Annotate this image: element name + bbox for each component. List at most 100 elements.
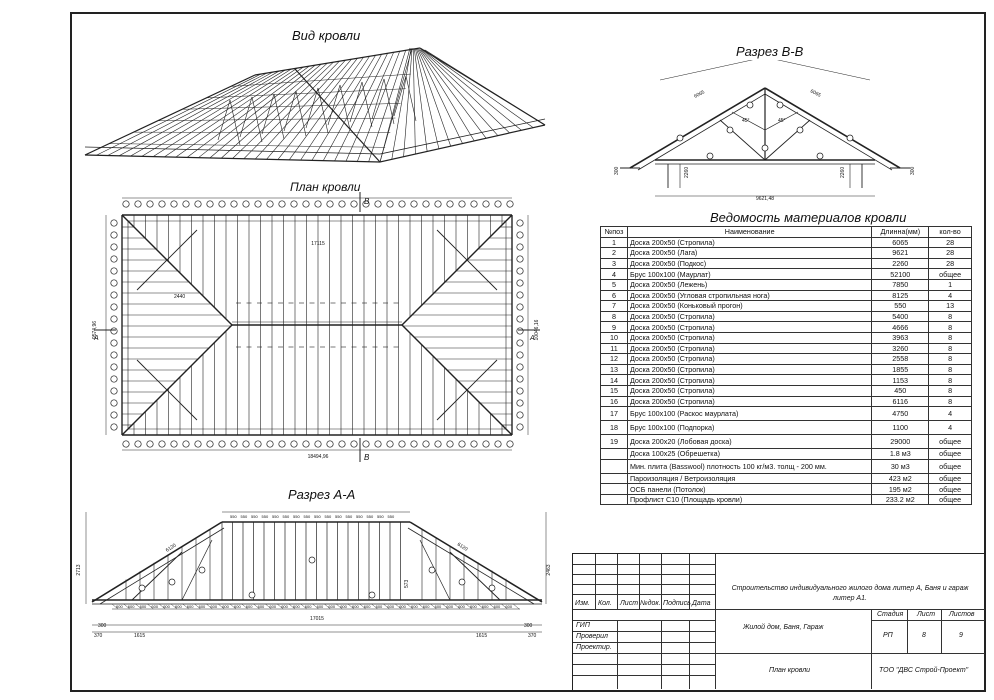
cell-name: Доска 200х50 (Стропила) [626, 395, 873, 408]
aa-spacing-label-bottom: 600 [399, 604, 406, 609]
cell-name: Доска 200х50 (Подкос) [626, 257, 873, 270]
cell-pos: 13 [600, 363, 628, 376]
cell-name: Доска 200х50 (Стропила) [626, 331, 873, 344]
cell-pos: 18 [600, 420, 628, 436]
cell-length: 7850 [871, 278, 930, 291]
cell-qty: 8 [928, 353, 972, 365]
tb-role-design: Проектир. [576, 644, 612, 651]
cell-name: Брус 100х100 (Подпорка) [626, 420, 873, 436]
cell-pos: 19 [600, 434, 628, 450]
cell-length: 1100 [871, 420, 930, 436]
cell-length: 550 [871, 300, 930, 312]
aa-spacing-label: 550 [262, 514, 269, 519]
cell-name: Доска 200х50 (Стропила) [626, 236, 873, 249]
cell-qty: 8 [928, 363, 972, 376]
cell-name: Профлист С10 (Площадь кровли) [626, 493, 873, 506]
cell-length: 3260 [871, 342, 930, 355]
aa-spacing-label-bottom: 600 [258, 604, 265, 609]
aa-rafter-right: 6120 [456, 542, 469, 553]
cell-qty: общее [928, 448, 972, 460]
section-mark-b-top: В [364, 197, 370, 206]
tb-sheet-name: План кровли [769, 667, 811, 674]
cell-length: 1153 [871, 374, 930, 386]
aa-height-right: 2463 [546, 564, 552, 575]
aa-spacing-label-bottom: 600 [328, 604, 335, 609]
plan-dim-diagonal: 2440 [174, 294, 185, 300]
bb-side-left: 300 [614, 166, 620, 175]
tb-project: Строительство индивидуального жилого дом… [731, 585, 969, 602]
aa-spacing-label-bottom: 600 [505, 604, 512, 609]
aa-spacing-label: 550 [346, 514, 353, 519]
cell-length: 29000 [871, 434, 930, 450]
bb-angle-right: 45° [778, 118, 786, 124]
cell-pos: 16 [600, 395, 628, 408]
cell-name: Доска 200х50 (Коньковый прогон) [626, 300, 873, 312]
cell-pos: 9 [600, 321, 628, 333]
plan-title: План кровли [290, 180, 361, 194]
aa-spacing-label: 550 [377, 514, 384, 519]
cell-name: Доска 200х50 (Стропила) [626, 384, 873, 397]
cell-name: Доска 200х50 (Стропила) [626, 363, 873, 376]
cell-length: 4666 [871, 321, 930, 333]
cell-pos [600, 448, 628, 460]
aa-post: 573 [404, 579, 410, 588]
plan-dim-right: 10046,16 [534, 319, 540, 340]
aa-spacing-label-bottom: 600 [151, 604, 158, 609]
aa-height-left: 2713 [76, 564, 82, 575]
aa-spacing-label-bottom: 600 [246, 604, 253, 609]
cell-pos: 17 [600, 406, 628, 422]
tb-hdr-kol: Кол. [598, 600, 612, 607]
aa-base: 17015 [310, 616, 324, 622]
cell-pos: 14 [600, 374, 628, 386]
cell-pos: 12 [600, 353, 628, 365]
cell-qty: 8 [928, 342, 972, 355]
cell-length: 3963 [871, 331, 930, 344]
tb-company: ТОО "ДВС Строй-Проект" [879, 667, 969, 674]
aa-spacing-label-bottom: 600 [387, 604, 394, 609]
bb-rafter-left: 6065 [693, 89, 706, 99]
cell-length: 9621 [871, 247, 930, 259]
cell-qty: 8 [928, 374, 972, 386]
cell-name: Доска 200х50 (Стропила) [626, 342, 873, 355]
cell-pos: 2 [600, 247, 628, 259]
cell-name: Доска 200х50 (Стропила) [626, 321, 873, 333]
tb-sheets-num: 9 [959, 632, 963, 639]
aa-spacing-label-bottom: 600 [435, 604, 442, 609]
cell-name: Доска 200х50 (Стропила) [626, 310, 873, 323]
aa-spacing-label: 550 [325, 514, 332, 519]
aa-spacing-label: 550 [367, 514, 374, 519]
cell-qty: 28 [928, 257, 972, 270]
cell-pos [600, 483, 628, 495]
cell-qty: общее [928, 434, 972, 450]
aa-spacing-label-bottom: 600 [175, 604, 182, 609]
bb-height-left: 2260 [684, 167, 690, 178]
bb-side-right: 300 [910, 166, 916, 175]
col-qty: кол-во [928, 226, 972, 238]
tb-sheet-num: 8 [922, 632, 926, 639]
cell-qty: 8 [928, 310, 972, 323]
aa-left-a: 300 [98, 623, 107, 629]
cell-qty: 4 [928, 420, 972, 436]
aa-spacing-label: 550 [272, 514, 279, 519]
tb-sheet-label: Лист [917, 611, 936, 618]
aa-spacing-label-bottom: 600 [116, 604, 123, 609]
aa-spacing-label-bottom: 600 [199, 604, 206, 609]
roof-perspective-view [84, 47, 546, 163]
bb-base: 9621,48 [756, 196, 774, 202]
plan-dim-left: 9574,96 [92, 321, 98, 339]
aa-spacing-label: 550 [283, 514, 290, 519]
aa-spacing-label: 550 [251, 514, 258, 519]
aa-spacing-label: 550 [388, 514, 395, 519]
cell-qty: 13 [928, 300, 972, 312]
tb-stage-label: Стадия [877, 611, 904, 618]
tb-role-gip: ГИП [576, 622, 590, 629]
